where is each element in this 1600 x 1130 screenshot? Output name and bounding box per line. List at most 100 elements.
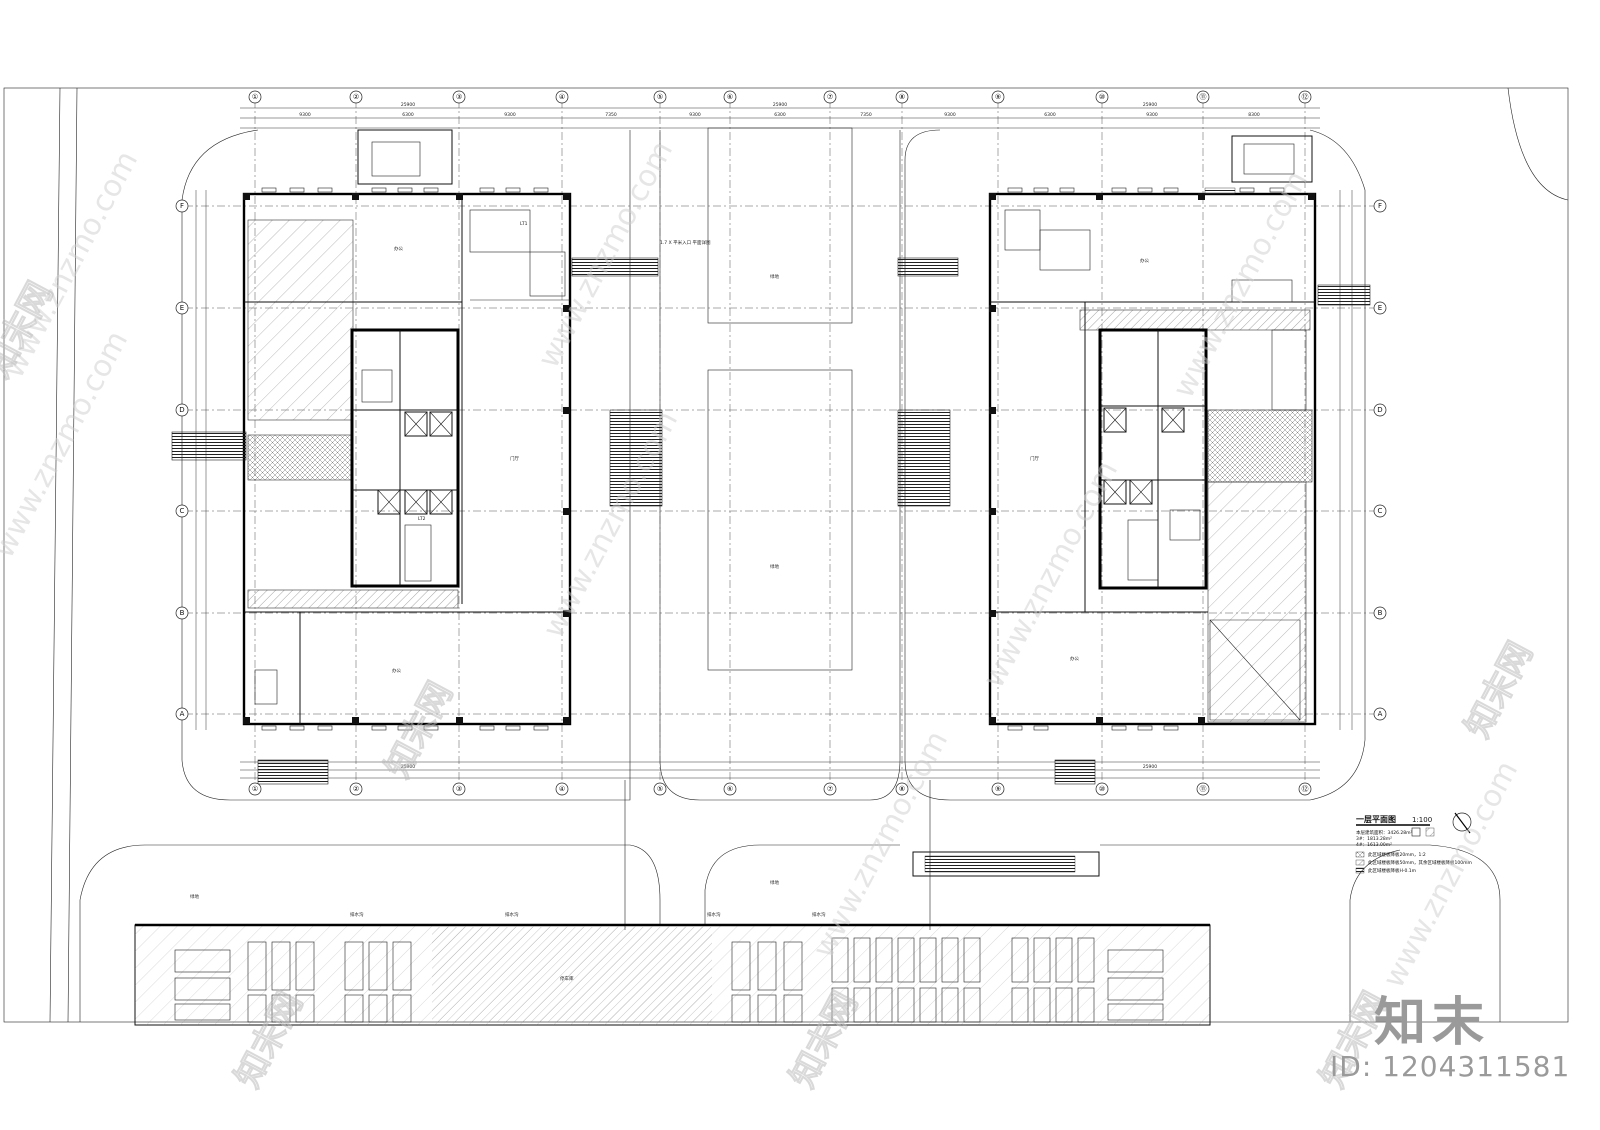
courtyard-lawn-lower <box>707 369 853 671</box>
lawn-label: 绿地 <box>770 879 779 886</box>
grid-label: ④ <box>559 785 565 793</box>
grid-label: F <box>1378 202 1382 210</box>
bay-dim: 9300 <box>1146 112 1158 118</box>
grid-label: ⑨ <box>995 93 1001 101</box>
legend-note: 此区域楼板降板20mm，1:2 <box>1368 851 1426 858</box>
grid-label: ⑪ <box>1200 93 1207 101</box>
lower-site-outline <box>79 844 661 1022</box>
grid-label: ⑥ <box>727 785 733 793</box>
brand-logo: 知末 <box>1374 993 1491 1053</box>
bay-dim: 7350 <box>860 112 872 118</box>
grid-label: ⑧ <box>899 93 905 101</box>
ramp-lower <box>912 851 1100 877</box>
stair-label: LT1 <box>520 221 528 227</box>
room-label: 门厅 <box>510 455 519 462</box>
area-note: 3#：1813.28m² <box>1356 836 1392 842</box>
watermark: www.znzmo.com <box>531 135 680 374</box>
parking-label: 停车库 <box>560 975 574 982</box>
title-block: 一层平面图 1:100 本层建筑面积：3426.28m² 3#：1813.28m… <box>1355 812 1472 874</box>
bay-dimensions: 9300 6300 9300 7350 9300 6300 7350 9300 … <box>299 112 1260 118</box>
grid-label: ⑩ <box>1099 93 1105 101</box>
grid-label: A <box>180 710 185 718</box>
parking-garage: 排水沟 排水沟 排水沟 排水沟 停车库 <box>134 911 1211 1026</box>
ramp-area <box>247 219 354 421</box>
grid-lines-vertical <box>254 100 1306 795</box>
parking-spaces-right <box>731 937 1164 1023</box>
bay-dim: 7350 <box>605 112 617 118</box>
grid-bubbles-bottom: ① ② ③ ④ ⑤ ⑥ ⑦ ⑧ ⑨ ⑩ ⑪ ⑫ <box>248 782 1312 796</box>
grid-label: ① <box>252 93 258 101</box>
drawing-frame <box>3 87 1569 1023</box>
grid-label: ③ <box>456 93 462 101</box>
dimension-lines <box>195 107 1353 779</box>
watermark: www.znzmo.com <box>1166 165 1315 404</box>
room-label: 办公 <box>394 245 403 252</box>
drawing-scale: 1:100 <box>1412 816 1432 824</box>
lawn-label: 绿地 <box>770 563 779 570</box>
grid-label: ② <box>353 785 359 793</box>
windows-4 <box>1007 187 1285 731</box>
grid-lines-horizontal <box>185 205 1380 715</box>
grid-bubbles-rows: F E D C B A F E D C B A <box>175 199 1387 721</box>
bay-dim: 9300 <box>944 112 956 118</box>
room-label: 门厅 <box>1030 455 1039 462</box>
grid-label: D <box>1377 406 1382 414</box>
bay-dim: 6300 <box>402 112 414 118</box>
grid-label: ⑪ <box>1200 785 1207 793</box>
stair-treads <box>371 141 421 177</box>
bridge-3 <box>609 409 663 507</box>
parking-spaces-left <box>174 941 412 1023</box>
elevator-label: LT2 <box>418 516 426 522</box>
grid-label: B <box>1378 609 1383 617</box>
room-label: 办公 <box>1070 655 1079 662</box>
drain-label: 排水沟 <box>505 911 519 918</box>
core-4 <box>1098 328 1208 590</box>
grid-label: ⑧ <box>899 785 905 793</box>
grid-label: ⑥ <box>727 93 733 101</box>
bay-dim: 8300 <box>1248 112 1260 118</box>
site-boundary-right <box>1507 87 1569 201</box>
room-label: 办公 <box>392 667 401 674</box>
grid-label: ② <box>353 93 359 101</box>
grid-label: ⑫ <box>1302 93 1309 101</box>
drain-label: 排水沟 <box>707 911 721 918</box>
grid-label: B <box>180 609 185 617</box>
room-label: 办公 <box>1140 257 1149 264</box>
corridor-hatch <box>247 589 459 609</box>
grid-label: ① <box>252 785 258 793</box>
dim-building-4-bottom: 25900 <box>1143 764 1157 770</box>
core-3 <box>350 328 460 588</box>
image-id-label: ID: 1204311581 <box>1330 1050 1571 1083</box>
bay-dim: 9300 <box>504 112 516 118</box>
stair-bottom-3 <box>257 759 329 785</box>
grid-label: C <box>1378 507 1383 515</box>
grid-label: D <box>179 406 184 414</box>
drawing-title: 一层平面图 <box>1356 815 1396 824</box>
lawn-label: 绿地 <box>190 893 199 900</box>
courtyard-outline <box>659 130 901 801</box>
grid-label: ④ <box>559 93 565 101</box>
bay-dim: 9300 <box>299 112 311 118</box>
building-3: 办公 办公 门厅 LT1 LT2 1.7 X 平米入口 平面详图 <box>171 129 711 785</box>
grid-label: ⑤ <box>657 785 663 793</box>
watermark-cn: 知末网 <box>1458 635 1541 744</box>
site-boundary-left <box>49 87 78 1023</box>
grid-label: ⑦ <box>827 785 833 793</box>
watermark-cn: 知末网 <box>378 675 461 784</box>
bay-dim: 9300 <box>689 112 701 118</box>
area-note: 4#：1613.00m² <box>1356 842 1392 848</box>
site-outline-4 <box>904 129 1366 801</box>
grid-bubbles-top: ① ② ③ ④ ⑤ ⑥ ⑦ ⑧ ⑨ ⑩ ⑪ ⑫ <box>248 90 1312 104</box>
building-3-stair-top <box>357 129 453 185</box>
grid-label: F <box>180 202 184 210</box>
entrance-stair-3 <box>171 431 247 461</box>
grid-label: ⑨ <box>995 785 1001 793</box>
paved-area <box>247 434 354 481</box>
dim-courtyard: 25900 <box>773 102 787 108</box>
bay-dim: 6300 <box>1044 112 1056 118</box>
windows-top-3 <box>261 187 549 731</box>
entrance-note: 1.7 X 平米入口 平面详图 <box>660 239 711 246</box>
bridge-4 <box>897 409 951 507</box>
lawn-label: 绿地 <box>770 273 779 280</box>
